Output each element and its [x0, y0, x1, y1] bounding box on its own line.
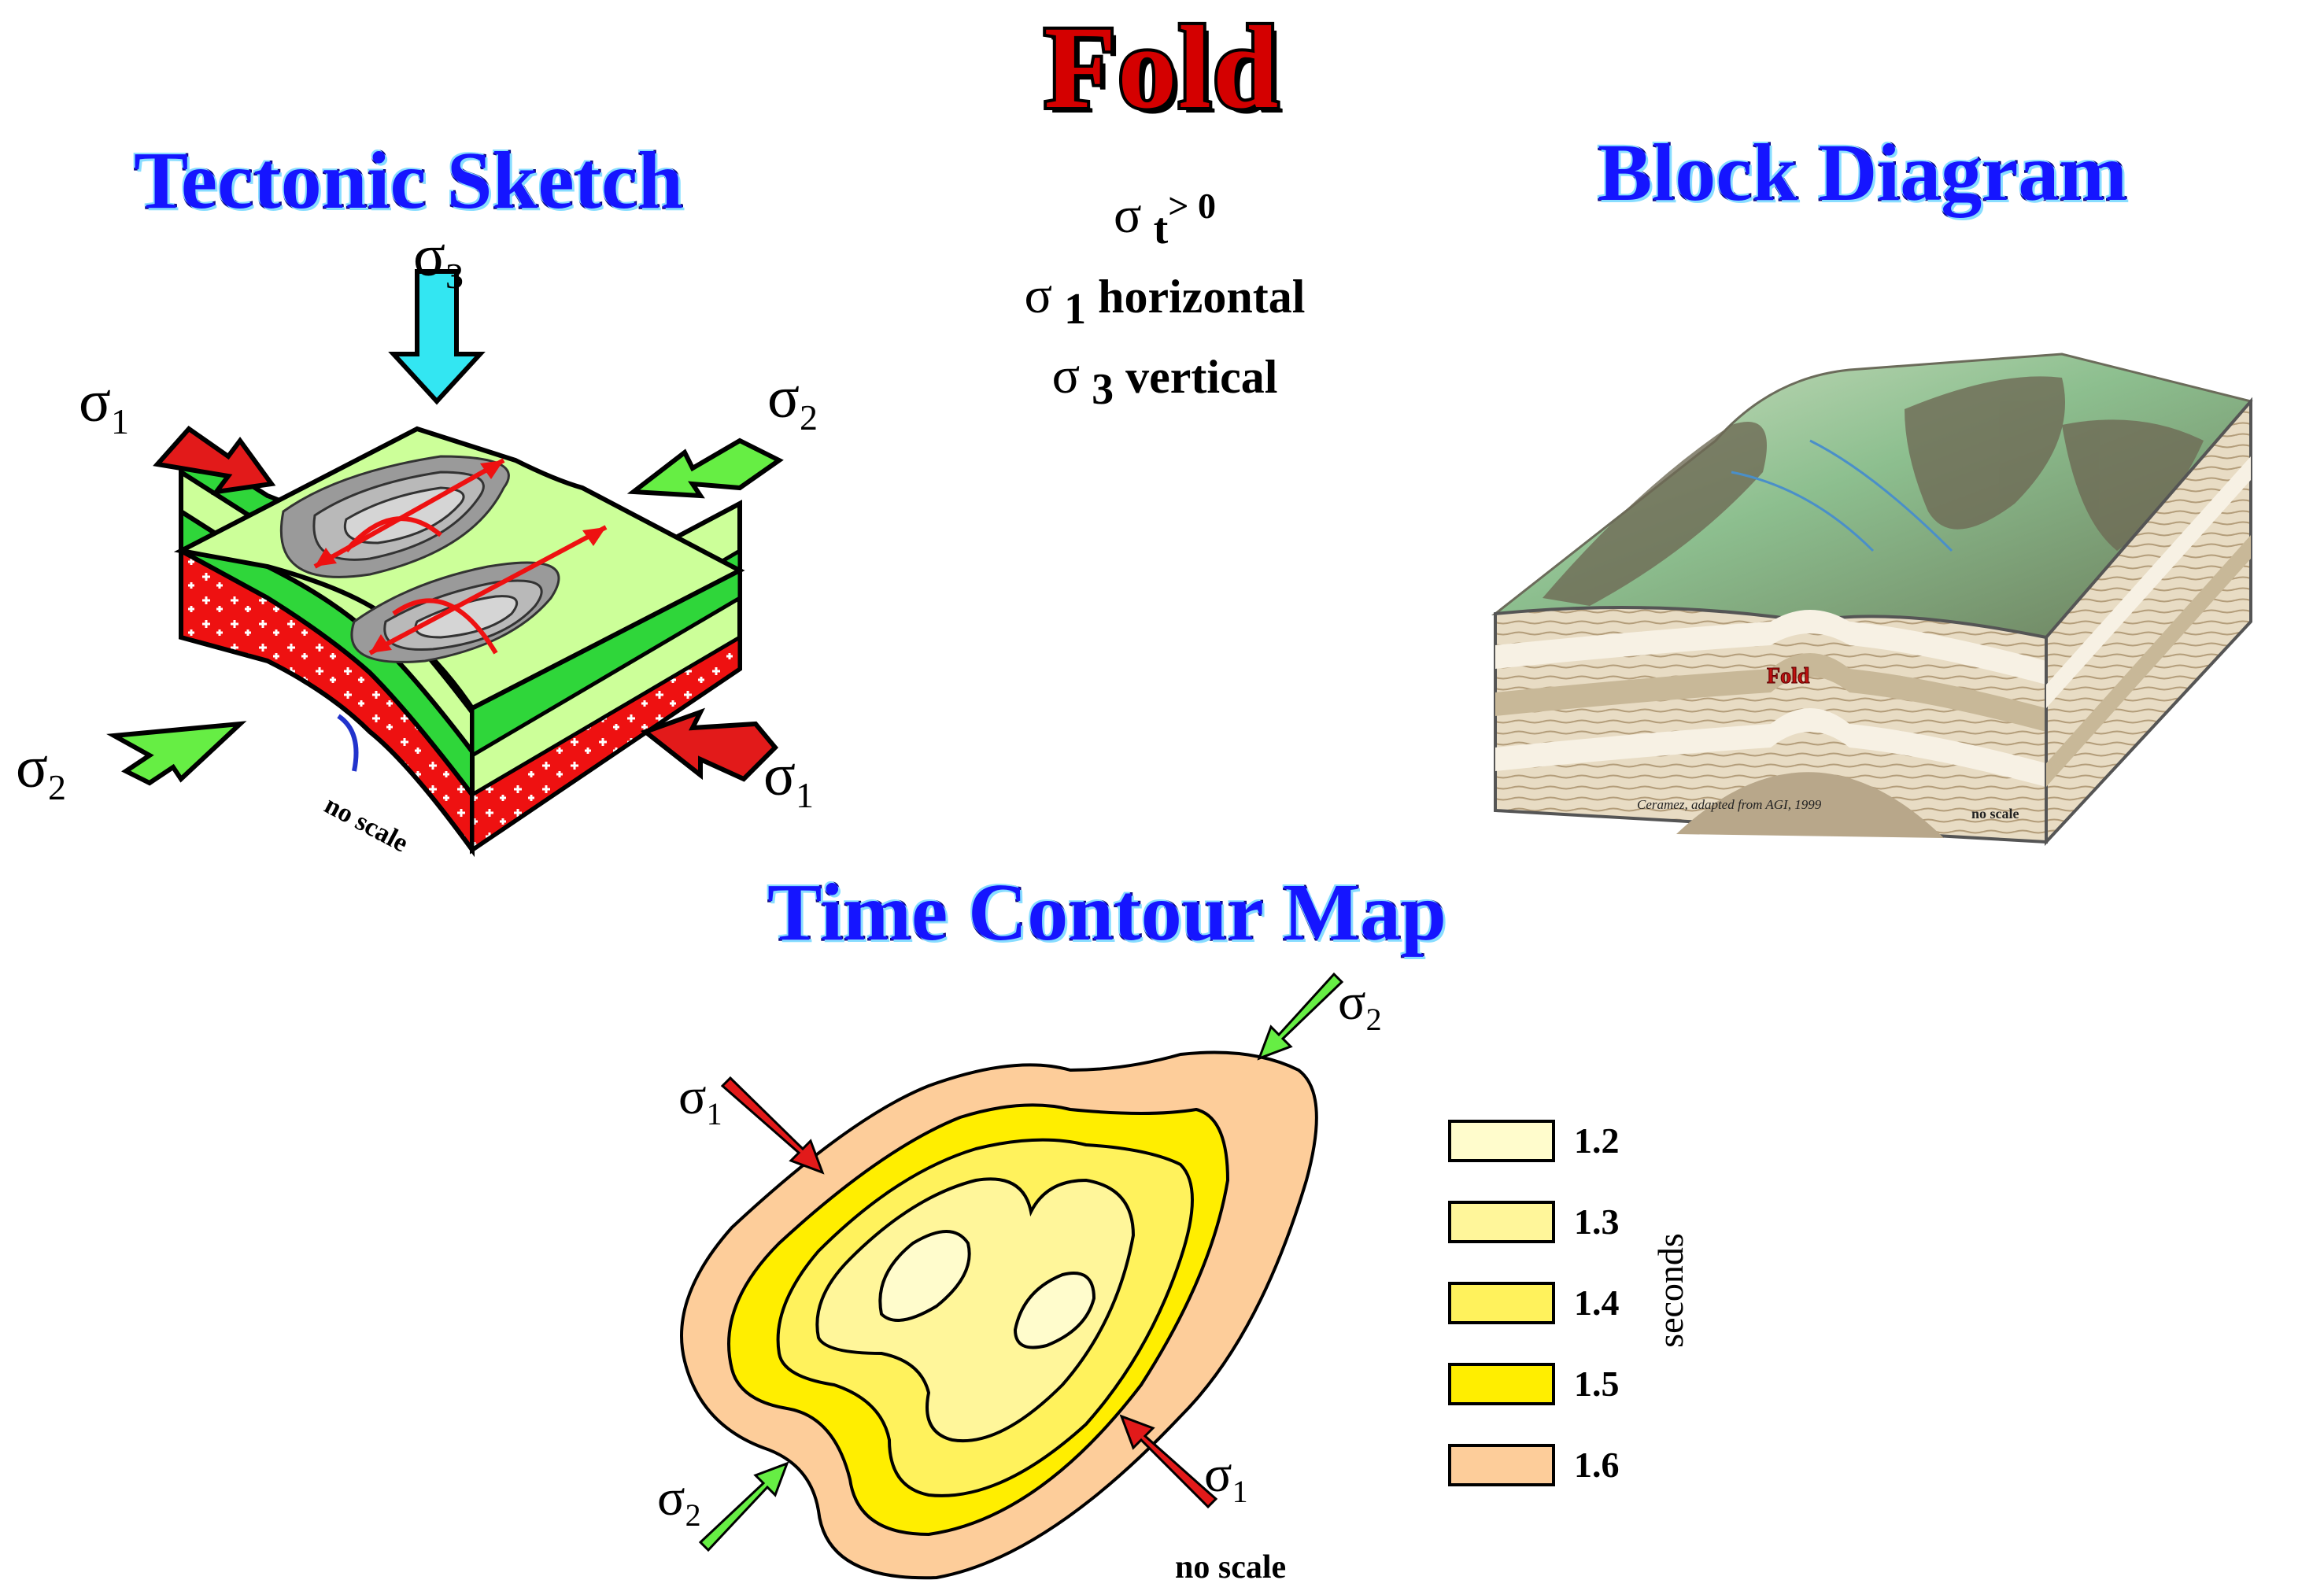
map-sigma2-arrow-ne — [1257, 972, 1344, 1061]
contour-1-2-west — [878, 1230, 971, 1322]
stress-condition-sigma1: σ 1 horizontal — [1024, 267, 1306, 334]
legend-label: 1.5 — [1574, 1364, 1620, 1404]
sigma2-arrow-right — [626, 437, 784, 499]
tectonic-sketch: σ1 σ3 σ2 σ2 σ1 no scale — [16, 223, 818, 858]
legend-unit: seconds — [1650, 1233, 1690, 1348]
map-sigma1-label-se: σ1 — [1204, 1445, 1248, 1509]
tectonic-sketch-title: Tectonic Sketch — [132, 135, 684, 227]
legend-label: 1.2 — [1574, 1120, 1620, 1161]
block-diagram-title: Block Diagram — [1596, 127, 2128, 220]
stress-condition-tension: σ t> 0 — [1114, 186, 1216, 253]
legend-label: 1.3 — [1574, 1202, 1620, 1242]
sketch-sigma2-label-right: σ2 — [767, 364, 818, 437]
page-title: Fold — [1041, 0, 1282, 136]
block-credit: Ceramez, adapted from AGI, 1999 — [1637, 797, 1822, 812]
stress-condition-sigma3: σ 3 vertical — [1051, 347, 1278, 414]
block-no-scale: no scale — [1971, 806, 2019, 821]
map-sigma2-label-sw: σ2 — [657, 1469, 701, 1533]
folded-block — [173, 426, 745, 858]
legend: 1.2 1.3 1.4 1.5 1.6 — [1448, 1120, 1620, 1486]
sketch-sigma2-label-left: σ2 — [16, 734, 66, 807]
sigma2-arrow-left — [106, 721, 247, 786]
map-sigma2-label-ne: σ2 — [1338, 973, 1382, 1037]
time-contour-map-title: Time Contour Map — [767, 866, 1448, 959]
legend-swatch — [1448, 1120, 1555, 1162]
map-sigma1-arrow-nw — [720, 1076, 825, 1175]
legend-swatch — [1448, 1444, 1555, 1486]
block-fold-label: Fold — [1767, 664, 1810, 688]
map-no-scale: no scale — [1175, 1549, 1286, 1580]
sketch-sigma1-label-left: σ1 — [79, 368, 129, 441]
block-diagram: Fold Ceramez, adapted from AGI, 1999 no … — [1491, 353, 2253, 847]
legend-swatch — [1448, 1282, 1555, 1324]
contour-1-3 — [815, 1177, 1136, 1443]
map-sigma1-label-nw: σ1 — [678, 1068, 722, 1131]
sigma1-arrow-left — [153, 426, 276, 495]
legend-label: 1.6 — [1574, 1445, 1620, 1485]
map-sigma2-arrow-sw — [698, 1461, 789, 1552]
contour-1-2-east — [1013, 1272, 1096, 1349]
sketch-sigma1-label-right: σ1 — [763, 742, 814, 815]
sigma3-arrow — [388, 269, 486, 405]
sigma1-arrow-right — [640, 707, 779, 782]
legend-swatch — [1448, 1201, 1555, 1243]
legend-swatch — [1448, 1363, 1555, 1405]
legend-label: 1.4 — [1574, 1283, 1620, 1323]
sketch-sigma3-label: σ3 — [413, 223, 464, 296]
map-sigma1-arrow-se — [1119, 1414, 1218, 1509]
